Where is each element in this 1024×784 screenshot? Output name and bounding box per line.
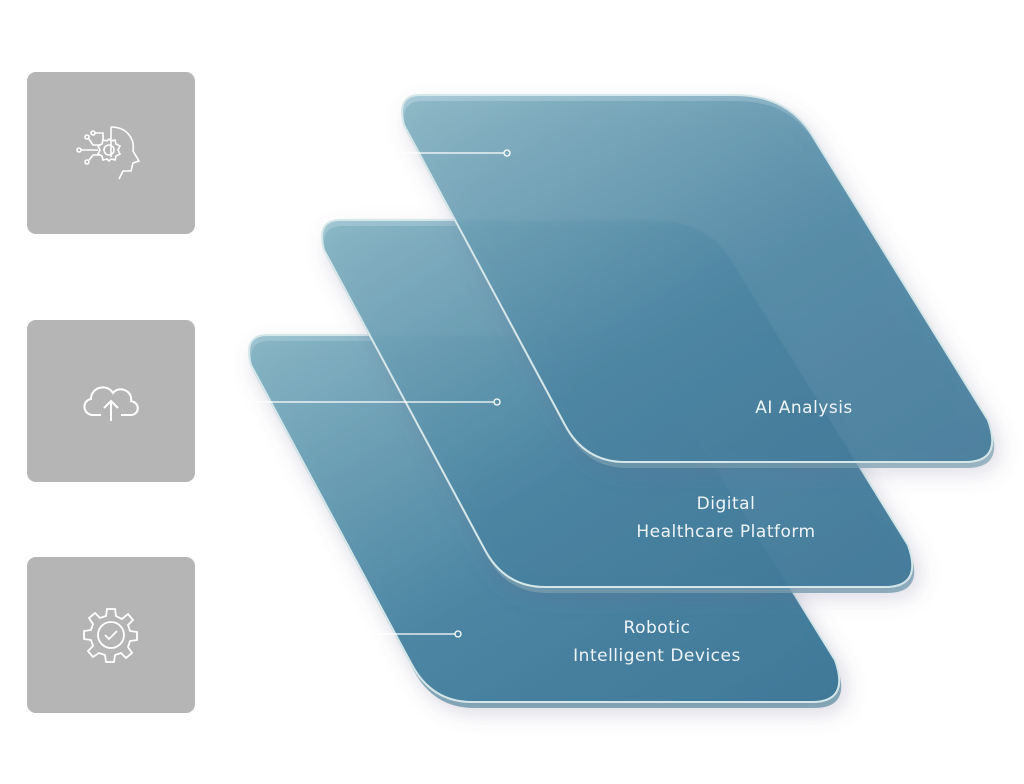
icon-box-digital-platform xyxy=(27,320,195,482)
connector-dot xyxy=(493,398,501,406)
label-digital-line2: Healthcare Platform xyxy=(636,522,815,542)
label-ai-analysis: AI Analysis xyxy=(755,398,853,418)
label-robotic-line1: Robotic xyxy=(624,618,691,638)
ai-head-gear-icon xyxy=(76,126,141,180)
gear-check-icon xyxy=(83,608,138,663)
label-robotic-line2: Intelligent Devices xyxy=(573,646,741,666)
icon-box-ai-analysis xyxy=(27,72,195,234)
icon-box-robotic-devices xyxy=(27,557,195,713)
cloud-upload-icon xyxy=(83,386,139,421)
label-digital-line1: Digital xyxy=(697,494,756,514)
connector-dot xyxy=(454,630,462,638)
connector-dot xyxy=(503,149,511,157)
